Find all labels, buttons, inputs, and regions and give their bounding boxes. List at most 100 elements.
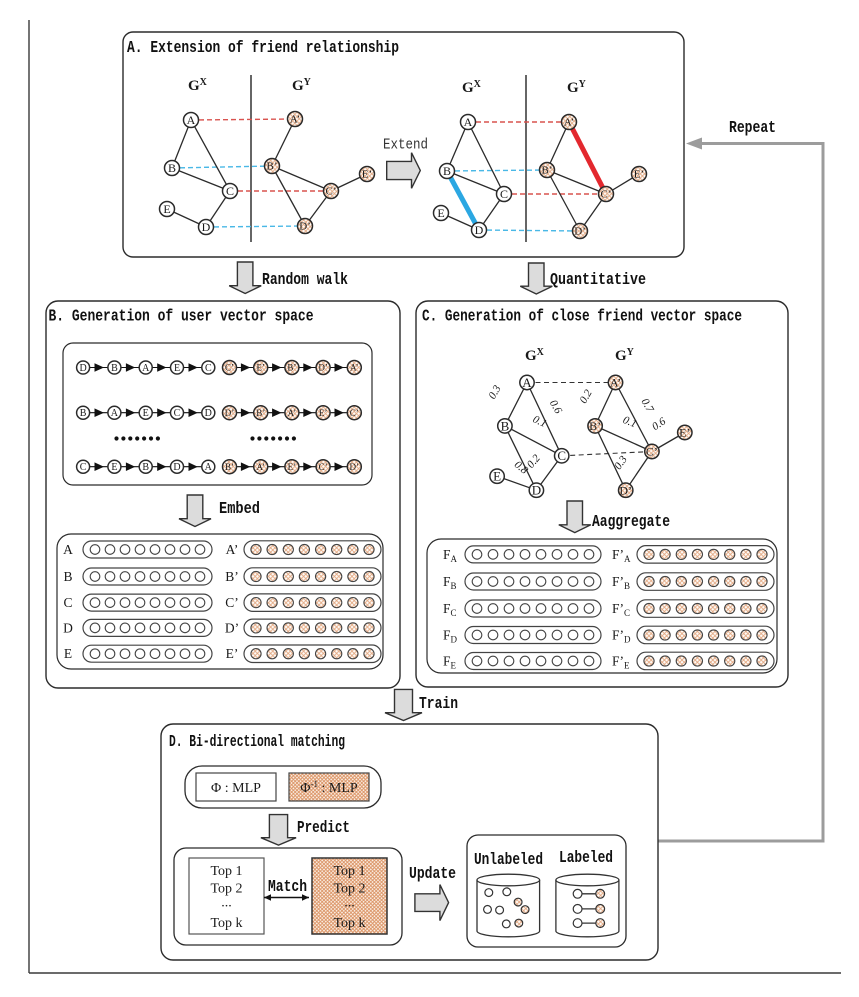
svg-text:0.3: 0.3 <box>612 453 630 472</box>
svg-text:Top 1: Top 1 <box>210 864 242 879</box>
svg-text:B: B <box>80 408 87 419</box>
svg-text:D’: D’ <box>318 363 328 373</box>
svg-text:B’: B’ <box>225 462 234 472</box>
svg-text:B: B <box>142 462 149 473</box>
svg-text:B’: B’ <box>542 165 553 177</box>
svg-text:Top k: Top k <box>333 916 365 931</box>
svg-text:Top 2: Top 2 <box>333 882 365 897</box>
svg-text:E’: E’ <box>634 169 644 181</box>
svg-text:FD: FD <box>443 628 458 645</box>
svg-text:E: E <box>64 646 72 661</box>
svg-text:...: ... <box>221 896 232 911</box>
svg-text:D’: D’ <box>225 620 239 635</box>
svg-text:B’: B’ <box>256 408 265 418</box>
svg-text:Aaggregate: Aaggregate <box>592 512 670 531</box>
svg-text:GY: GY <box>615 347 635 364</box>
svg-text:E’: E’ <box>362 169 372 181</box>
svg-text:Top k: Top k <box>210 916 242 931</box>
svg-text:GX: GX <box>188 77 208 94</box>
svg-text:Update: Update <box>409 864 456 883</box>
svg-text:D: D <box>205 408 212 419</box>
svg-text:F’A: F’A <box>612 547 631 564</box>
svg-text:F’B: F’B <box>612 574 630 591</box>
svg-text:E’: E’ <box>319 408 328 418</box>
svg-text:Φ : MLP: Φ : MLP <box>211 781 261 796</box>
svg-text:E: E <box>437 206 444 220</box>
svg-text:C: C <box>500 187 508 201</box>
svg-text:D’: D’ <box>225 408 235 418</box>
svg-text:C’: C’ <box>225 363 234 373</box>
svg-text:D’: D’ <box>350 462 360 472</box>
svg-text:Embed: Embed <box>219 499 260 518</box>
svg-text:D: D <box>63 620 73 635</box>
svg-text:B: B <box>168 161 176 175</box>
svg-text:A: A <box>187 113 196 127</box>
svg-text:D’: D’ <box>574 226 586 238</box>
svg-text:0.6: 0.6 <box>547 398 565 416</box>
svg-text:E’: E’ <box>226 646 239 661</box>
svg-text:0.2: 0.2 <box>577 387 595 405</box>
svg-text:Train: Train <box>419 694 458 713</box>
svg-text:E: E <box>174 363 180 374</box>
svg-text:E: E <box>143 408 149 419</box>
svg-text:B: B <box>443 164 451 178</box>
svg-text:F’C: F’C <box>612 601 630 618</box>
svg-text:C: C <box>80 462 87 473</box>
svg-text:Random walk: Random walk <box>262 270 348 289</box>
svg-text:C’: C’ <box>646 445 658 459</box>
svg-text:...: ... <box>344 896 355 911</box>
svg-text:F’E: F’E <box>612 654 630 671</box>
svg-text:D: D <box>532 483 541 498</box>
svg-text:C’: C’ <box>225 595 239 610</box>
svg-text:C. Generation of close friend: C. Generation of close friend vector spa… <box>422 307 742 326</box>
svg-text:C: C <box>226 184 234 198</box>
svg-text:E’: E’ <box>288 462 297 472</box>
svg-text:FB: FB <box>443 574 457 591</box>
svg-text:A’: A’ <box>350 363 359 373</box>
svg-text:0.1: 0.1 <box>531 413 549 430</box>
svg-text:A’: A’ <box>610 376 621 390</box>
svg-text:C: C <box>557 448 566 463</box>
svg-text:Match: Match <box>268 877 307 896</box>
svg-text:0.1: 0.1 <box>621 414 638 430</box>
svg-text:Φ-1 : MLP: Φ-1 : MLP <box>300 779 358 796</box>
svg-text:C: C <box>205 363 212 374</box>
svg-text:B’: B’ <box>589 419 601 433</box>
svg-text:B: B <box>63 569 72 584</box>
svg-text:GY: GY <box>567 79 587 96</box>
svg-text:A’: A’ <box>564 117 574 129</box>
svg-text:0.6: 0.6 <box>650 415 668 433</box>
svg-text:D’: D’ <box>299 221 311 233</box>
svg-text:B. Generation of user vector s: B. Generation of user vector space <box>49 307 314 326</box>
svg-text:E’: E’ <box>256 363 265 373</box>
svg-text:GX: GX <box>462 79 482 96</box>
svg-text:Top 2: Top 2 <box>210 882 242 897</box>
svg-text:D’: D’ <box>619 483 632 497</box>
svg-text:C’: C’ <box>350 408 359 418</box>
svg-text:D: D <box>475 223 484 237</box>
svg-text:Repeat: Repeat <box>729 118 776 137</box>
svg-text:C: C <box>63 595 72 610</box>
svg-text:A: A <box>205 462 213 473</box>
svg-text:E: E <box>493 469 501 484</box>
svg-text:A’: A’ <box>288 408 297 418</box>
svg-text:A’: A’ <box>290 114 300 126</box>
svg-text:FE: FE <box>443 654 457 671</box>
svg-text:C’: C’ <box>319 462 328 472</box>
svg-text:B: B <box>111 363 118 374</box>
svg-text:D: D <box>79 363 86 374</box>
svg-text:B’: B’ <box>225 569 239 584</box>
svg-text:A. Extension of friend relatio: A. Extension of friend relationship <box>127 38 399 57</box>
svg-text:A: A <box>522 375 532 390</box>
svg-text:B’: B’ <box>267 161 278 173</box>
svg-text:GY: GY <box>292 77 312 94</box>
svg-text:FC: FC <box>443 601 457 618</box>
svg-text:A’: A’ <box>256 462 265 472</box>
svg-text:FA: FA <box>443 547 458 564</box>
svg-text:E: E <box>163 202 170 216</box>
svg-text:0.3: 0.3 <box>486 383 504 401</box>
svg-text:Top 1: Top 1 <box>333 864 365 879</box>
svg-text:0.7: 0.7 <box>639 396 657 414</box>
svg-text:C’: C’ <box>601 189 612 201</box>
svg-text:Predict: Predict <box>297 818 350 837</box>
